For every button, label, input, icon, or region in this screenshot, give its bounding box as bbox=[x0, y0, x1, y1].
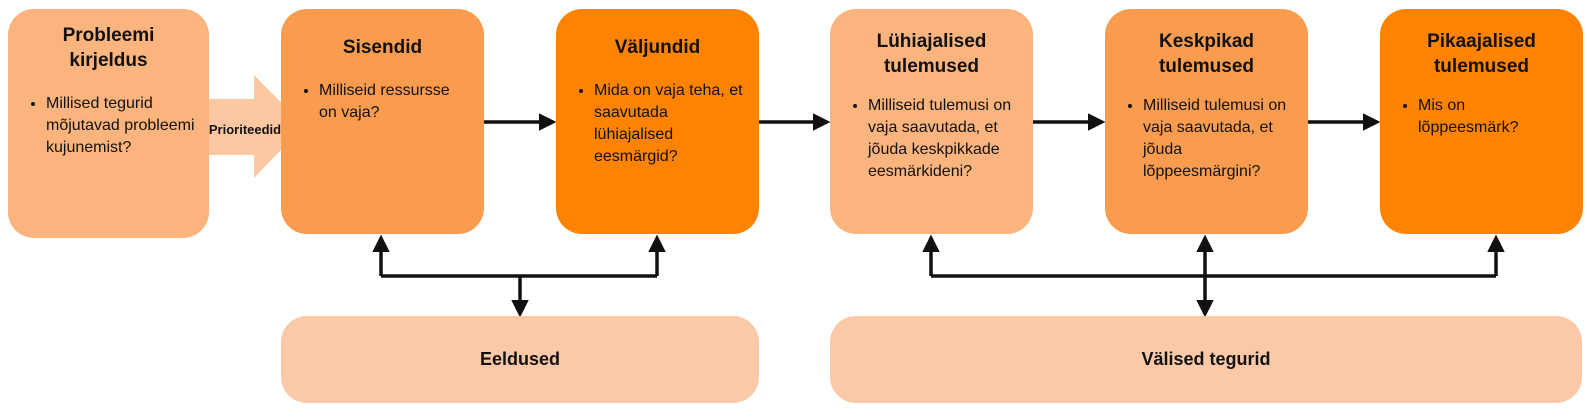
problem-description-box: Probleemi kirjeldus Millised tegurid mõj… bbox=[8, 9, 209, 238]
assumptions-label: Eeldused bbox=[479, 349, 561, 369]
inputs-title: Sisendid bbox=[342, 37, 423, 58]
outputs-question: Mida on vaja teha, et saavutada lühiajal… bbox=[594, 80, 745, 168]
priority-arrow bbox=[192, 75, 304, 178]
long-term-list: Mis on lõppeesmärk? bbox=[1398, 95, 1569, 139]
external-factors-label: Välised tegurid bbox=[1141, 349, 1271, 369]
long-term-title: Pikaajalised tulemused bbox=[1427, 31, 1536, 77]
assumptions-connector bbox=[372, 234, 666, 318]
short-term-title: Lühiajalised tulemused bbox=[876, 31, 987, 77]
problem-title: Probleemi kirjeldus bbox=[62, 25, 155, 71]
priority-label: Prioriteedid bbox=[208, 122, 282, 137]
inputs-list: Milliseid ressursse on vaja? bbox=[299, 80, 470, 124]
long-term-question: Mis on lõppeesmärk? bbox=[1418, 95, 1569, 139]
mid-term-question: Milliseid tulemusi on vaja saavutada, et… bbox=[1143, 95, 1294, 183]
mid-term-outcomes-box: Keskpikad tulemused Milliseid tulemusi o… bbox=[1105, 9, 1308, 234]
long-term-outcomes-box: Pikaajalised tulemused Mis on lõppeesmär… bbox=[1380, 9, 1583, 234]
assumptions-box: Eeldused bbox=[281, 316, 759, 403]
inputs-box: Sisendid Milliseid ressursse on vaja? bbox=[281, 9, 484, 234]
problem-question: Millised tegurid mõjutavad probleemi kuj… bbox=[46, 93, 195, 159]
short-term-question: Milliseid tulemusi on vaja saavutada, et… bbox=[868, 95, 1019, 183]
mid-term-title: Keskpikad tulemused bbox=[1158, 31, 1255, 77]
short-term-outcomes-box: Lühiajalised tulemused Milliseid tulemus… bbox=[830, 9, 1033, 234]
short-term-list: Milliseid tulemusi on vaja saavutada, et… bbox=[848, 95, 1019, 183]
inputs-question: Milliseid ressursse on vaja? bbox=[319, 80, 470, 124]
external-factors-connector bbox=[922, 234, 1505, 318]
outputs-list: Mida on vaja teha, et saavutada lühiajal… bbox=[574, 80, 745, 168]
problem-list: Millised tegurid mõjutavad probleemi kuj… bbox=[26, 93, 195, 159]
external-factors-box: Välised tegurid bbox=[830, 316, 1582, 403]
mid-term-list: Milliseid tulemusi on vaja saavutada, et… bbox=[1123, 95, 1294, 183]
outputs-title: Väljundid bbox=[614, 37, 701, 58]
outputs-box: Väljundid Mida on vaja teha, et saavutad… bbox=[556, 9, 759, 234]
